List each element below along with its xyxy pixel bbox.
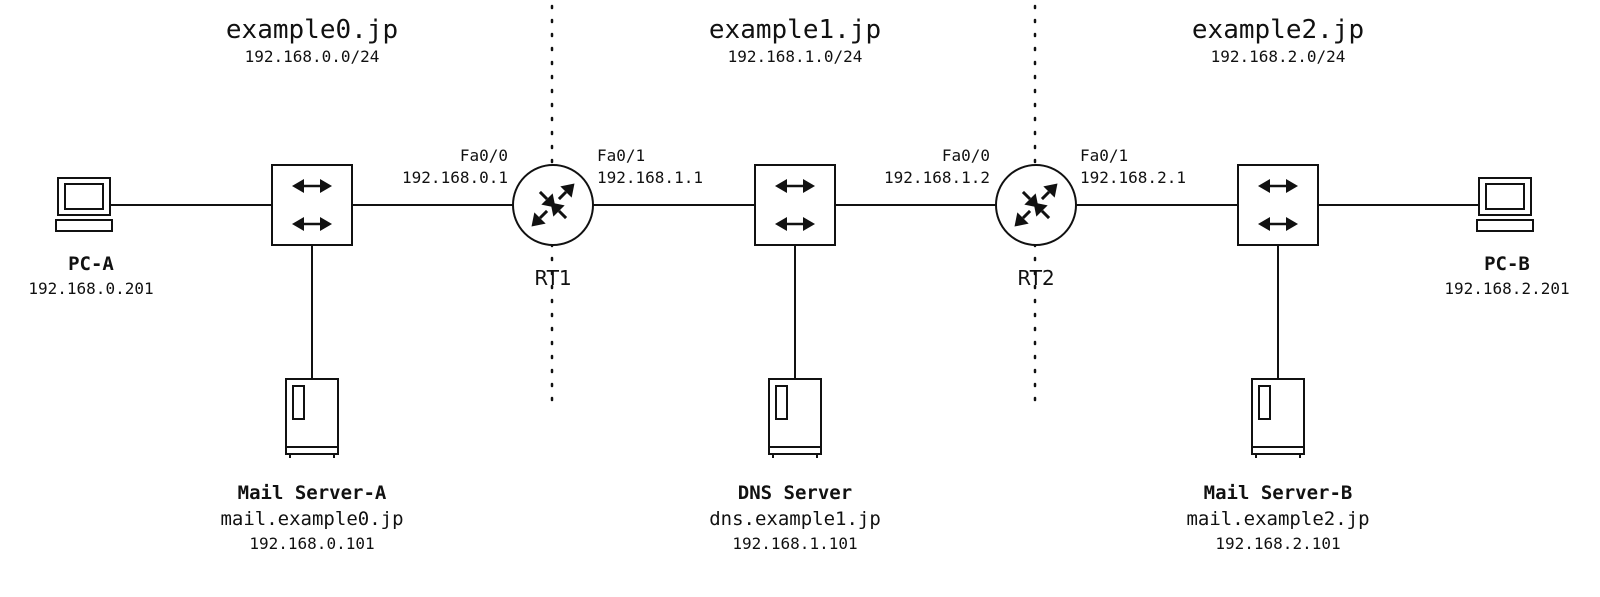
server-ip: 192.168.0.101	[249, 534, 374, 553]
zone-name: example1.jp	[709, 15, 881, 45]
links	[111, 204, 1478, 380]
server-name: Mail Server-A	[238, 482, 387, 504]
server-name: Mail Server-B	[1204, 482, 1353, 504]
zone-network: 192.168.0.0/24	[245, 47, 380, 66]
host-name: PC-B	[1484, 253, 1530, 275]
switch-icon	[754, 164, 836, 246]
interface-label: Fa0/0	[460, 146, 508, 165]
interface-ip: 192.168.0.1	[402, 168, 508, 187]
server-icon	[1251, 378, 1305, 459]
server-ip: 192.168.2.101	[1215, 534, 1340, 553]
interface-label: Fa0/1	[597, 146, 645, 165]
pc-icon	[55, 177, 113, 232]
router-icon	[512, 164, 594, 246]
pc-icon	[1476, 177, 1534, 232]
router-name: RT2	[1017, 266, 1054, 290]
switch-icon	[271, 164, 353, 246]
interface-ip: 192.168.1.1	[597, 168, 703, 187]
server-fqdn: mail.example2.jp	[1186, 508, 1369, 530]
server-icon	[285, 378, 339, 459]
host-name: PC-A	[68, 253, 114, 275]
router-name: RT1	[534, 266, 571, 290]
router-icon	[995, 164, 1077, 246]
server-fqdn: dns.example1.jp	[709, 508, 881, 530]
server-icon	[768, 378, 822, 459]
interface-label: Fa0/1	[1080, 146, 1128, 165]
interface-ip: 192.168.1.2	[884, 168, 990, 187]
zone-name: example0.jp	[226, 15, 398, 45]
zone-network: 192.168.2.0/24	[1211, 47, 1346, 66]
zone-name: example2.jp	[1192, 15, 1364, 45]
zone-network: 192.168.1.0/24	[728, 47, 863, 66]
host-ip: 192.168.0.201	[28, 279, 153, 298]
interface-label: Fa0/0	[942, 146, 990, 165]
interface-ip: 192.168.2.1	[1080, 168, 1186, 187]
server-ip: 192.168.1.101	[732, 534, 857, 553]
switch-icon	[1237, 164, 1319, 246]
server-fqdn: mail.example0.jp	[220, 508, 403, 530]
server-name: DNS Server	[738, 482, 852, 504]
host-ip: 192.168.2.201	[1444, 279, 1569, 298]
